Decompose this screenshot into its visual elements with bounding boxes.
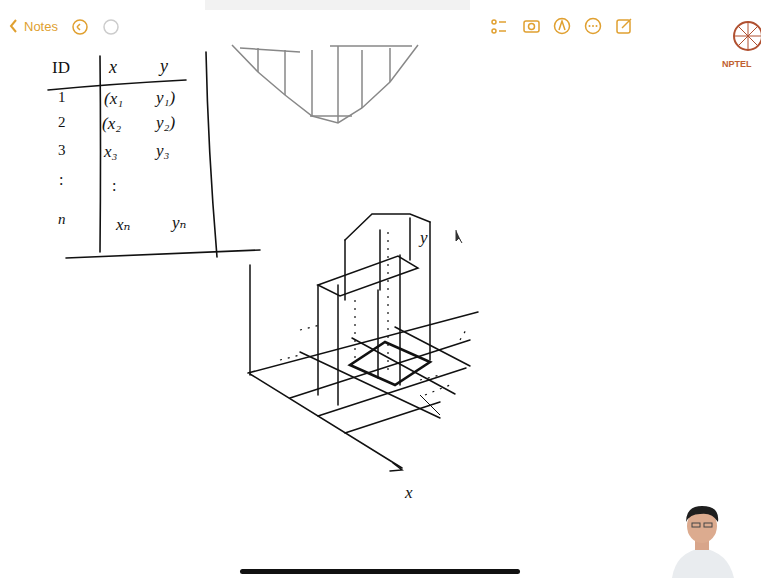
table-cell: xₙ: [116, 216, 130, 233]
ellipsis-dots: :: [59, 172, 63, 188]
plot-3d: [248, 214, 478, 471]
plot-tick: [420, 395, 440, 415]
table-cell: y₂): [156, 114, 175, 131]
row-id: 3: [58, 143, 66, 158]
logo-text: NPTEL: [722, 60, 752, 69]
axis-label: y: [420, 229, 428, 246]
dots: [589, 25, 598, 27]
row-id: 1: [58, 90, 66, 105]
funnel-sketch: [232, 45, 418, 123]
table-cell: (x₁: [104, 90, 123, 107]
axis-label: x: [405, 484, 413, 501]
table-cell: (x₂: [102, 115, 121, 132]
table-cell: x₃: [104, 143, 117, 160]
back-chevron: [11, 20, 16, 32]
table-cell: yₙ: [172, 214, 186, 231]
back-link: Notes: [24, 20, 58, 33]
cursor: [456, 230, 462, 243]
undo-icon: [73, 20, 87, 34]
home-bar: [240, 569, 520, 574]
row-id: 2: [58, 115, 66, 130]
plot-dotted: [280, 232, 466, 395]
table-header: ID: [52, 59, 70, 76]
logo-wheel: [734, 22, 761, 50]
table-header: x: [109, 58, 117, 76]
table-cell: y₁): [156, 89, 175, 106]
table-lines: [48, 52, 260, 258]
toolbar-strip: [205, 0, 470, 10]
redo-icon: [104, 20, 118, 34]
table-header: y: [160, 57, 168, 75]
table-cell: y₃: [156, 142, 169, 159]
undo-arrow: [77, 24, 80, 30]
presenter: [672, 506, 734, 578]
row-id: n: [58, 212, 66, 227]
logo-spokes: [734, 22, 761, 50]
toolbar-icons: [492, 19, 631, 34]
ellipsis-dots: :: [112, 178, 116, 194]
